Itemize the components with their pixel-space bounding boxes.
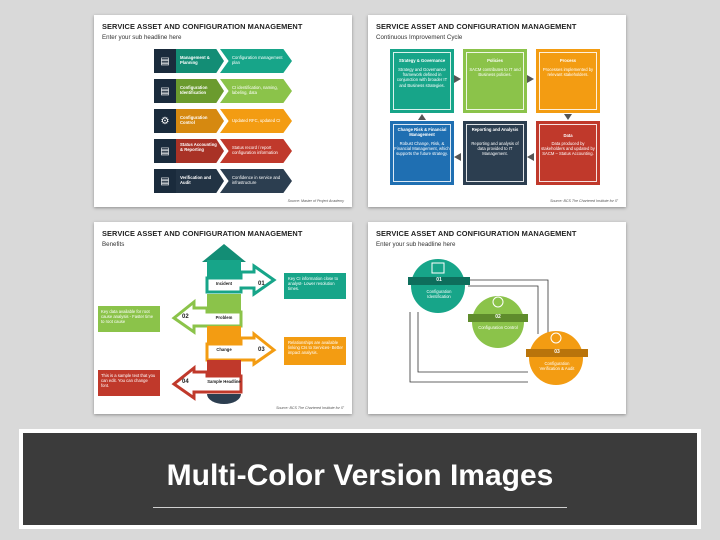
cycle-box-reporting: Reporting and Analysis Reporting and ana… — [463, 121, 527, 185]
step-label: Incident — [215, 281, 233, 286]
arrow-down-icon — [564, 114, 572, 120]
slide-subtitle: Continuous Improvement Cycle — [376, 34, 463, 41]
clipboard-icon: ▤ — [160, 55, 170, 67]
slide-thumbnail-3[interactable]: SERVICE ASSET AND CONFIGURATION MANAGEME… — [94, 222, 352, 414]
box-text: Processes implemented by relevant stakeh… — [542, 67, 594, 78]
step-number: 04 — [182, 379, 189, 385]
sacm-row-5: ▤ Verification and Audit Confidence in s… — [154, 169, 294, 193]
benefit-text: Relationships are available linking CIs … — [288, 340, 343, 356]
circle-number: 03 — [554, 349, 560, 355]
banner-divider — [153, 507, 567, 508]
sacm-row-1: ▤ Management & Planning Configuration ma… — [154, 49, 294, 73]
benefit-text: Key CI information close to analyst- Low… — [288, 276, 339, 292]
row-label: Configuration Control — [180, 115, 208, 126]
sacm-row-3: ⚙ Configuration Control Updated RFC, upd… — [154, 109, 294, 133]
cycle-box-change-risk: Change Risk & Financial Management Robus… — [390, 121, 454, 185]
benefit-text: This is a sample text that you can edit.… — [101, 373, 156, 389]
slide-subtitle: Enter your sub headline here — [376, 241, 456, 248]
circle-label: Configuration Control — [478, 325, 518, 330]
slide-thumbnail-4[interactable]: SERVICE ASSET AND CONFIGURATION MANAGEME… — [368, 222, 626, 414]
house-roof-icon — [202, 244, 246, 262]
sacm-row-4: ▤ Status Accounting & Reporting Status r… — [154, 139, 294, 163]
gears-icon: ⚙ — [160, 115, 170, 127]
row-desc: CI identification, naming, labeling, dat… — [232, 85, 278, 96]
slide-title: SERVICE ASSET AND CONFIGURATION MANAGEME… — [102, 229, 303, 238]
step-number: 02 — [182, 314, 189, 320]
slide-thumbnail-2[interactable]: SERVICE ASSET AND CONFIGURATION MANAGEME… — [368, 15, 626, 207]
circle-step-1 — [411, 259, 465, 313]
report-icon: ▤ — [160, 145, 170, 157]
arrow-left-icon — [527, 153, 534, 161]
cycle-box-data: Data Data produced by stakeholders and u… — [536, 121, 600, 185]
banner: Multi-Color Version Images — [23, 433, 697, 525]
benefits-diagram — [171, 244, 277, 404]
row-label: Configuration Identification — [180, 85, 208, 96]
box-text: SACM contributes to IT and Business poli… — [469, 67, 521, 78]
step-number: 01 — [258, 281, 265, 287]
circle-step-3 — [529, 331, 583, 385]
slide-source: Source: BCS The Chartered Institute for … — [276, 406, 344, 410]
box-title: Change Risk & Financial Management — [397, 127, 447, 138]
benefit-card-2 — [98, 306, 160, 332]
slide-title: SERVICE ASSET AND CONFIGURATION MANAGEME… — [102, 22, 303, 31]
benefit-card-1 — [284, 273, 346, 299]
banner-title: Multi-Color Version Images — [166, 459, 554, 492]
box-title: Process — [559, 58, 577, 63]
slide-subtitle: Benefits — [102, 241, 125, 248]
slide-thumbnail-1[interactable]: SERVICE ASSET AND CONFIGURATION MANAGEME… — [94, 15, 352, 207]
monitor-icon — [431, 262, 445, 274]
box-text: Strategy and Governance framework define… — [396, 67, 448, 88]
slide-subtitle: Enter your sub headline here — [102, 34, 182, 41]
cycle-box-process: Process Processes implemented by relevan… — [536, 49, 600, 113]
row-label: Management & Planning — [180, 55, 210, 66]
circle-number: 01 — [436, 277, 442, 283]
benefit-card-4 — [98, 370, 160, 396]
box-text: Robust Change, Risk, & Financial Managem… — [394, 141, 450, 157]
row-desc: Updated RFC, updated CI — [232, 118, 281, 123]
circle-number: 02 — [495, 314, 501, 320]
chart-icon: ▤ — [160, 85, 170, 97]
cycle-box-policies: Policies SACM contributes to IT and Busi… — [463, 49, 527, 113]
cycle-box-strategy: Strategy & Governance Strategy and Gover… — [390, 49, 454, 113]
audit-icon: ▤ — [160, 175, 170, 187]
box-title: Strategy & Governance — [398, 58, 446, 63]
slide-title: SERVICE ASSET AND CONFIGURATION MANAGEME… — [376, 229, 577, 238]
arrow-left-icon — [454, 153, 461, 161]
step-label: Problem — [215, 315, 233, 320]
circle-label: Configuration Identification — [426, 289, 452, 300]
cycle-arrows — [418, 75, 572, 161]
slide-source: Source: BCS The Chartered Institute for … — [550, 199, 618, 203]
box-title: Reporting and Analysis — [471, 127, 519, 132]
box-title: Policies — [487, 58, 503, 63]
config-flow-diagram — [408, 259, 588, 385]
benefit-card-3 — [284, 337, 346, 365]
benefit-text: Key data available for root cause analys… — [101, 309, 154, 325]
slide-source: Source: Master of Project Academy — [287, 199, 344, 203]
slide-title: SERVICE ASSET AND CONFIGURATION MANAGEME… — [376, 22, 577, 31]
step-label: Sample Headline — [207, 379, 241, 384]
arrow-right-icon — [454, 75, 461, 83]
arrow-up-icon — [418, 114, 426, 120]
box-title: Data — [563, 133, 573, 138]
row-desc: Configuration management plan — [232, 55, 283, 66]
box-text: Data produced by stakeholders and update… — [541, 141, 595, 157]
arrow-left-icon — [171, 364, 243, 401]
row-label: Status Accounting & Reporting — [180, 142, 217, 153]
box-text: Reporting and analysis of data provided … — [471, 141, 519, 157]
step-number: 03 — [258, 347, 265, 353]
gear-icon — [550, 332, 562, 344]
row-desc: Confidence in service and infrastructure — [232, 175, 281, 186]
network-icon — [492, 296, 504, 308]
row-label: Verification and Audit — [180, 175, 212, 186]
row-desc: Status record / report configuration inf… — [232, 145, 278, 156]
arrow-right-icon — [527, 75, 534, 83]
step-label: Change — [216, 347, 232, 352]
circle-label: Configuration Verification & Audit — [539, 361, 575, 372]
sacm-row-2: ▤ Configuration Identification CI identi… — [154, 79, 294, 103]
banner-frame: Multi-Color Version Images — [19, 429, 701, 529]
arrow-right-icon — [205, 263, 277, 297]
base-bowl-icon — [207, 394, 241, 404]
